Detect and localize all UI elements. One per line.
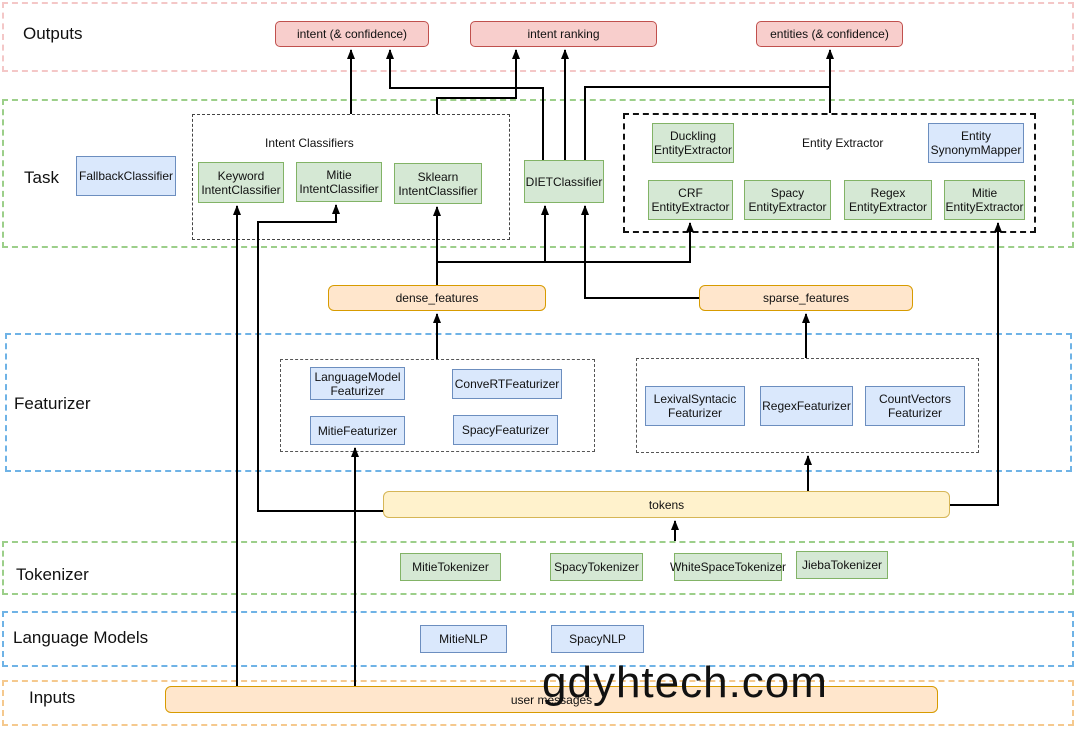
arrow-dense-to-diet <box>437 205 549 263</box>
arrow-dense-to-crf <box>545 222 694 263</box>
intent-classifiers-title: Intent Classifiers <box>265 136 354 150</box>
entity-synonym-mapper-box: Entity SynonymMapper <box>928 123 1024 163</box>
spacy-nlp-box: SpacyNLP <box>551 625 644 653</box>
language-model-featurizer-box: LanguageModel Featurizer <box>310 367 405 400</box>
user-messages-box: user messages <box>165 686 938 713</box>
spacy-entity-extractor-box: Spacy EntityExtractor <box>744 180 831 220</box>
inputs-layer-label: Inputs <box>29 688 76 707</box>
jieba-tokenizer-box: JiebaTokenizer <box>796 551 888 579</box>
intent-ranking-output: intent ranking <box>470 21 657 47</box>
outputs-layer-label: Outputs <box>23 24 83 43</box>
mitie-intent-classifier-box: Mitie IntentClassifier <box>296 162 382 202</box>
arrow-sparse-to-diet <box>581 205 699 299</box>
mitie-nlp-box: MitieNLP <box>420 625 507 653</box>
entities-confidence-output: entities (& confidence) <box>756 21 903 47</box>
tokenizer-band <box>2 541 1074 595</box>
language-models-band <box>2 611 1074 667</box>
arrow-sklearn-to-intent-ranking <box>436 49 520 114</box>
arrow-tokens-to-mitie-entity <box>950 222 1002 506</box>
tokenizer-layer-label: Tokenizer <box>16 565 89 584</box>
convert-featurizer-box: ConveRTFeaturizer <box>452 369 562 399</box>
entity-extractor-title: Entity Extractor <box>802 136 884 150</box>
keyword-intent-classifier-box: Keyword IntentClassifier <box>198 162 284 203</box>
count-vectors-featurizer-box: CountVectors Featurizer <box>865 386 965 426</box>
intent-confidence-output: intent (& confidence) <box>275 21 429 47</box>
regex-entity-extractor-box: Regex EntityExtractor <box>844 180 932 220</box>
arrow-diet-to-entities-output <box>584 49 834 160</box>
mitie-featurizer-box: MitieFeaturizer <box>310 416 405 445</box>
whitespace-tokenizer-box: WhiteSpaceTokenizer <box>670 553 786 581</box>
watermark: gdyhtech.com <box>542 658 828 707</box>
arrow-tokens-to-mitie-intent <box>257 204 383 512</box>
featurizer-layer-label: Featurizer <box>14 394 91 413</box>
task-layer-label: Task <box>24 168 59 187</box>
mitie-entity-extractor-box: Mitie EntityExtractor <box>944 180 1025 220</box>
sklearn-intent-classifier-box: Sklearn IntentClassifier <box>394 163 482 204</box>
entity-extractor-group <box>623 113 1036 233</box>
crf-entity-extractor-box: CRF EntityExtractor <box>648 180 733 220</box>
mitie-tokenizer-box: MitieTokenizer <box>400 553 501 581</box>
featurizer-band <box>5 333 1072 472</box>
dense-featurizers-group <box>280 359 595 452</box>
inputs-band <box>2 680 1074 726</box>
spacy-tokenizer-box: SpacyTokenizer <box>550 553 643 581</box>
tokens-box: tokens <box>383 491 950 518</box>
intent-classifiers-group <box>192 114 510 240</box>
duckling-entity-extractor-box: Duckling EntityExtractor <box>652 123 734 163</box>
task-band <box>2 99 1074 248</box>
language-models-layer-label: Language Models <box>13 628 149 647</box>
outputs-band <box>2 2 1074 72</box>
lexical-syntactic-featurizer-box: LexivalSyntacic Featurizer <box>645 386 745 426</box>
fallback-classifier-box: FallbackClassifier <box>76 156 176 196</box>
regex-featurizer-box: RegexFeaturizer <box>760 386 853 426</box>
diet-classifier-box: DIETClassifier <box>524 160 604 203</box>
spacy-featurizer-box: SpacyFeaturizer <box>453 415 558 445</box>
sparse-featurizers-group <box>636 358 979 453</box>
arrow-diet-to-intent-output <box>386 49 544 160</box>
dense-features-box: dense_features <box>328 285 546 311</box>
sparse-features-box: sparse_features <box>699 285 913 311</box>
